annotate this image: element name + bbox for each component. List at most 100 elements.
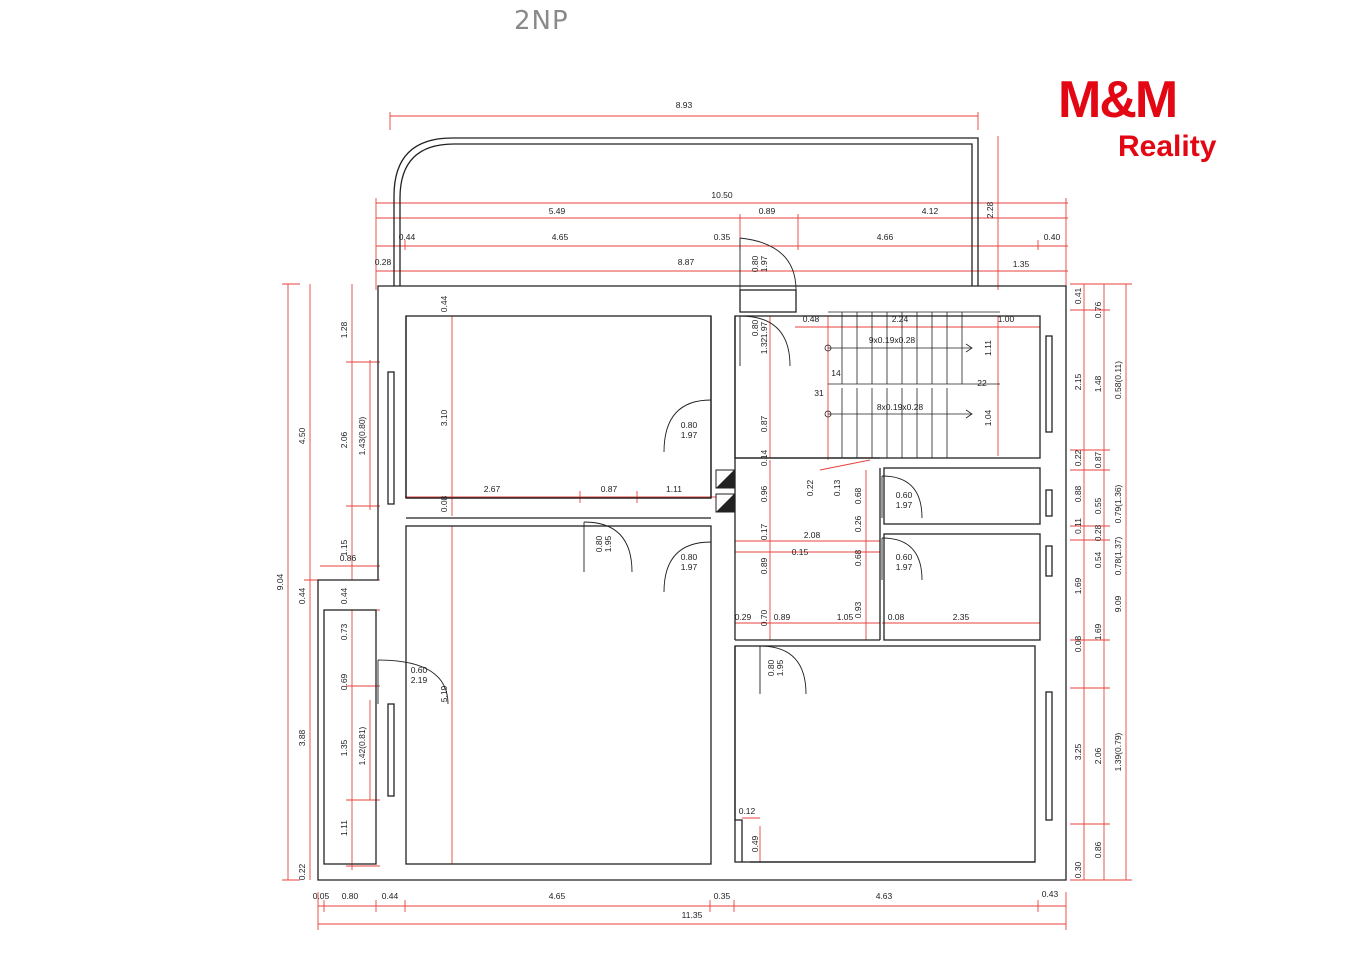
stair-flight-lower: 8x0.19x0.28	[877, 402, 924, 412]
dim-l16: 0.22	[297, 863, 307, 880]
door-label-5: 0.80 1.97	[681, 552, 698, 572]
dim-b2: 0.80	[342, 891, 359, 901]
dim-i17: 0.13	[832, 479, 842, 496]
dim-i21: 2.08	[804, 530, 821, 540]
door-6-width: 0.60	[896, 490, 913, 500]
logo-brand-text: M&M	[1058, 71, 1178, 129]
stair-label-22: 22	[977, 378, 987, 388]
dim-l1: 9.04	[275, 573, 285, 590]
dim-r23: 0.86	[1093, 841, 1103, 858]
shafts	[715, 469, 735, 513]
dim-r10: 0.55	[1093, 497, 1103, 514]
dim-r4: 2.15	[1073, 373, 1083, 390]
dim-l2: 4.50	[297, 427, 307, 444]
door-label-2: 0.80 1.97	[750, 319, 769, 338]
door-9-width: 0.80	[766, 659, 776, 676]
dim-r19: 1.69	[1093, 623, 1103, 640]
dim-l9: 0.44	[339, 587, 349, 604]
dim-i9: 2.24	[892, 314, 909, 324]
door-label-8: 0.60 2.19	[411, 665, 428, 685]
dim-t10: 0.40	[1044, 232, 1061, 242]
door-8-height: 2.19	[411, 675, 428, 685]
dim-t12: 8.87	[678, 257, 695, 267]
dim-b4: 4.65	[549, 891, 566, 901]
door-swings	[377, 237, 923, 705]
dim-l4: 2.06	[339, 431, 349, 448]
dim-t2: 10.50	[711, 190, 733, 200]
dim-r21: 2.06	[1093, 747, 1103, 764]
dim-l12: 3.88	[297, 729, 307, 746]
dim-l3: 1.28	[339, 321, 349, 338]
dim-t4: 0.89	[759, 206, 776, 216]
door-label-9: 0.80 1.95	[766, 659, 785, 676]
floor-title: 2NP	[514, 6, 569, 36]
brand-logo: M&M Reality	[1058, 72, 1228, 172]
dim-r9: 0.88	[1073, 485, 1083, 502]
dim-r18: 0.08	[1073, 635, 1083, 652]
dim-r11: 0.79(1.36)	[1113, 484, 1123, 523]
dim-x1: 1.32	[759, 337, 769, 354]
dim-b7: 0.43	[1042, 889, 1059, 899]
dim-r12: 0.11	[1073, 518, 1083, 534]
stair-treads	[824, 311, 1000, 459]
dim-l11: 0.69	[339, 673, 349, 690]
door-4-width: 0.80	[594, 535, 604, 552]
stair-label-31: 31	[814, 388, 824, 398]
dim-l6: 1.15	[339, 539, 349, 556]
door-4-height: 1.95	[603, 535, 613, 552]
dim-r14: 0.54	[1093, 551, 1103, 568]
dim-t6: 0.44	[399, 232, 416, 242]
dim-i25: 0.29	[735, 612, 752, 622]
dim-l8: 0.44	[297, 587, 307, 604]
dim-l13: 1.35	[339, 739, 349, 756]
dim-l5: 1.43(0.80)	[357, 416, 367, 455]
logo-sub-text: Reality	[1118, 130, 1217, 163]
dim-r8: 0.87	[1093, 451, 1103, 468]
dim-i19: 0.26	[853, 515, 863, 532]
dim-i14: 0.14	[759, 449, 769, 466]
dim-i30: 0.08	[888, 612, 905, 622]
dim-r22: 1.39(0.79)	[1113, 732, 1123, 771]
dim-i8: 0.48	[803, 314, 820, 324]
dim-t11: 0.28	[375, 257, 392, 267]
dim-r13: 0.28	[1093, 524, 1103, 541]
door-9-height: 1.95	[775, 659, 785, 676]
dim-t9: 4.66	[877, 232, 894, 242]
door-1-height: 1.97	[759, 255, 769, 272]
dim-i26: 0.70	[759, 609, 769, 626]
door-label-6: 0.60 1.97	[896, 490, 913, 510]
door-3-height: 1.97	[681, 430, 698, 440]
dim-t5: 4.12	[922, 206, 939, 216]
dim-i10: 1.00	[998, 314, 1015, 324]
dim-i23: 0.89	[759, 557, 769, 574]
dim-r1: 2.28	[985, 201, 995, 218]
dim-l14: 1.42(0.81)	[357, 726, 367, 765]
dim-i24: 0.68	[853, 549, 863, 566]
dim-r15: 0.78(1.37)	[1113, 536, 1123, 575]
dim-t13: 1.35	[1013, 259, 1030, 269]
door-3-width: 0.80	[681, 420, 698, 430]
stair-flight-upper: 9x0.19x0.28	[869, 335, 916, 345]
dim-r24: 0.30	[1073, 861, 1083, 878]
dimension-lines	[282, 112, 1132, 930]
dim-i3: 0.08	[439, 495, 449, 512]
dim-i29: 0.93	[853, 601, 863, 618]
dim-i4: 2.67	[484, 484, 501, 494]
walls	[317, 137, 1067, 881]
dim-r16: 9.09	[1113, 595, 1123, 612]
door-7-height: 1.97	[896, 562, 913, 572]
dim-i12: 1.04	[983, 409, 993, 426]
dim-l15: 1.11	[339, 820, 349, 836]
dim-i28: 1.05	[837, 612, 854, 622]
door-2-height: 1.97	[759, 321, 769, 338]
door-5-width: 0.80	[681, 552, 698, 562]
door-6-height: 1.97	[896, 500, 913, 510]
dim-l10: 0.73	[339, 623, 349, 640]
dim-i27: 0.89	[774, 612, 791, 622]
dim-i2: 3.10	[439, 409, 449, 426]
dim-l7: 0.86	[340, 553, 357, 563]
dim-i13: 0.87	[759, 415, 769, 432]
dim-i1: 0.44	[439, 295, 449, 312]
stair-label-14: 14	[831, 368, 841, 378]
